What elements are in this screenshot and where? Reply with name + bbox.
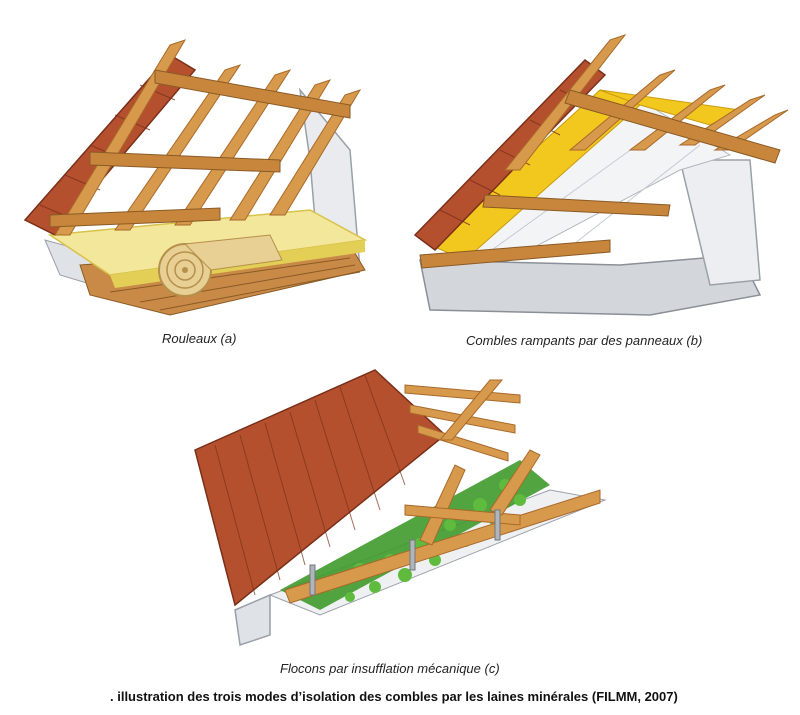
roll-insulation-illustration <box>23 39 368 316</box>
blown-loose-fill-illustration <box>194 369 607 646</box>
caption-c: Flocons par insufflation mécanique (c) <box>280 661 500 676</box>
caption-b: Combles rampants par des panneaux (b) <box>466 333 703 348</box>
figure-caption: . illustration des trois modes d’isolati… <box>110 689 678 704</box>
caption-a: Rouleaux (a) <box>162 331 237 346</box>
rafter-panel-insulation-illustration <box>413 34 789 316</box>
figure-a-rolls <box>20 30 380 320</box>
figure-b-panels <box>410 30 790 320</box>
figure-c-blown-fill <box>190 365 610 650</box>
